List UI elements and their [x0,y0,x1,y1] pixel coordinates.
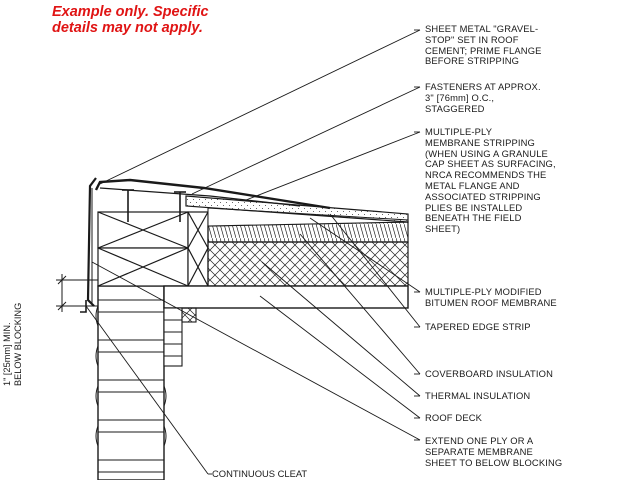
callout-fasteners: FASTENERS AT APPROX. 3" [76mm] O.C., STA… [425,81,541,114]
callout-gravel-stop: SHEET METAL "GRAVEL- STOP" SET IN ROOF C… [425,23,542,67]
callout-tapered-edge: TAPERED EDGE STRIP [425,321,531,333]
callout-thermal: THERMAL INSULATION [425,390,531,402]
dimension-note: 1" [25mm] MIN. BELOW BLOCKING [2,274,24,386]
callout-text: SEPARATE MEMBRANE [425,445,533,457]
callout-extend-ply: EXTEND ONE PLY OR A SEPARATE MEMBRANE SH… [425,435,563,468]
callout-text: STAGGERED [425,102,485,114]
callout-text: THERMAL INSULATION [425,390,531,401]
callout-text: STOP" SET IN ROOF [425,33,519,45]
callout-text: ROOF DECK [425,412,483,423]
callout-membrane: MULTIPLE-PLY MODIFIED BITUMEN ROOF MEMBR… [425,286,557,309]
disclaimer-line-1: Example only. Specific [52,4,209,20]
continuous-cleat [80,300,87,313]
dimension-marks [56,274,98,312]
dimension-note-line: 1" [25mm] MIN. [2,322,12,386]
callout-text: FASTENERS AT APPROX. [425,81,541,92]
deck-support [163,307,197,367]
leader-lines [85,29,421,475]
callout-text: CAP SHEET AS SURFACING, [425,158,556,170]
fasteners [122,189,186,222]
callout-stripping: MULTIPLE-PLY MEMBRANE STRIPPING (WHEN US… [425,126,556,235]
wood-blocking [97,211,209,287]
wall [95,285,167,480]
callout-text: CEMENT; PRIME FLANGE [425,44,542,56]
callout-text: COVERBOARD INSULATION [425,368,553,379]
disclaimer-line-2: details may not apply. [52,20,203,36]
callout-text: BEFORE STRIPPING [425,55,520,67]
dimension-note-line: BELOW BLOCKING [12,302,23,386]
roof-membrane [185,195,409,223]
callout-text: MULTIPLE-PLY MODIFIED [425,286,542,297]
disclaimer: Example only. Specific details may not a… [52,4,292,36]
callout-text: METAL FLANGE AND [425,179,520,191]
gravel-stop-flange [86,177,331,307]
callout-text: SHEET) [425,223,461,235]
callout-text: (WHEN USING A GRANULE [425,147,548,159]
label-continuous-cleat: CONTINUOUS CLEAT [212,468,308,479]
callout-text: BITUMEN ROOF MEMBRANE [425,296,557,308]
callout-coverboard: COVERBOARD INSULATION [425,368,553,380]
roof-deck [163,285,409,309]
callout-text: PLIES BE INSTALLED [425,201,523,213]
callout-text: BENEATH THE FIELD [425,212,522,224]
callout-text: TAPERED EDGE STRIP [425,321,531,332]
callout-roof-deck: ROOF DECK [425,412,483,424]
callout-text: EXTEND ONE PLY OR A [425,435,534,446]
callout-text: SHEET METAL "GRAVEL- [425,23,539,34]
callout-text: MEMBRANE STRIPPING [425,136,536,148]
callout-text: ASSOCIATED STRIPPING [425,190,541,202]
callout-text: 3" [76mm] O.C., [425,91,495,103]
callout-text: NRCA RECOMMENDS THE [425,169,547,181]
callout-text: SHEET TO BELOW BLOCKING [425,456,563,468]
callout-text: MULTIPLE-PLY [425,126,493,137]
